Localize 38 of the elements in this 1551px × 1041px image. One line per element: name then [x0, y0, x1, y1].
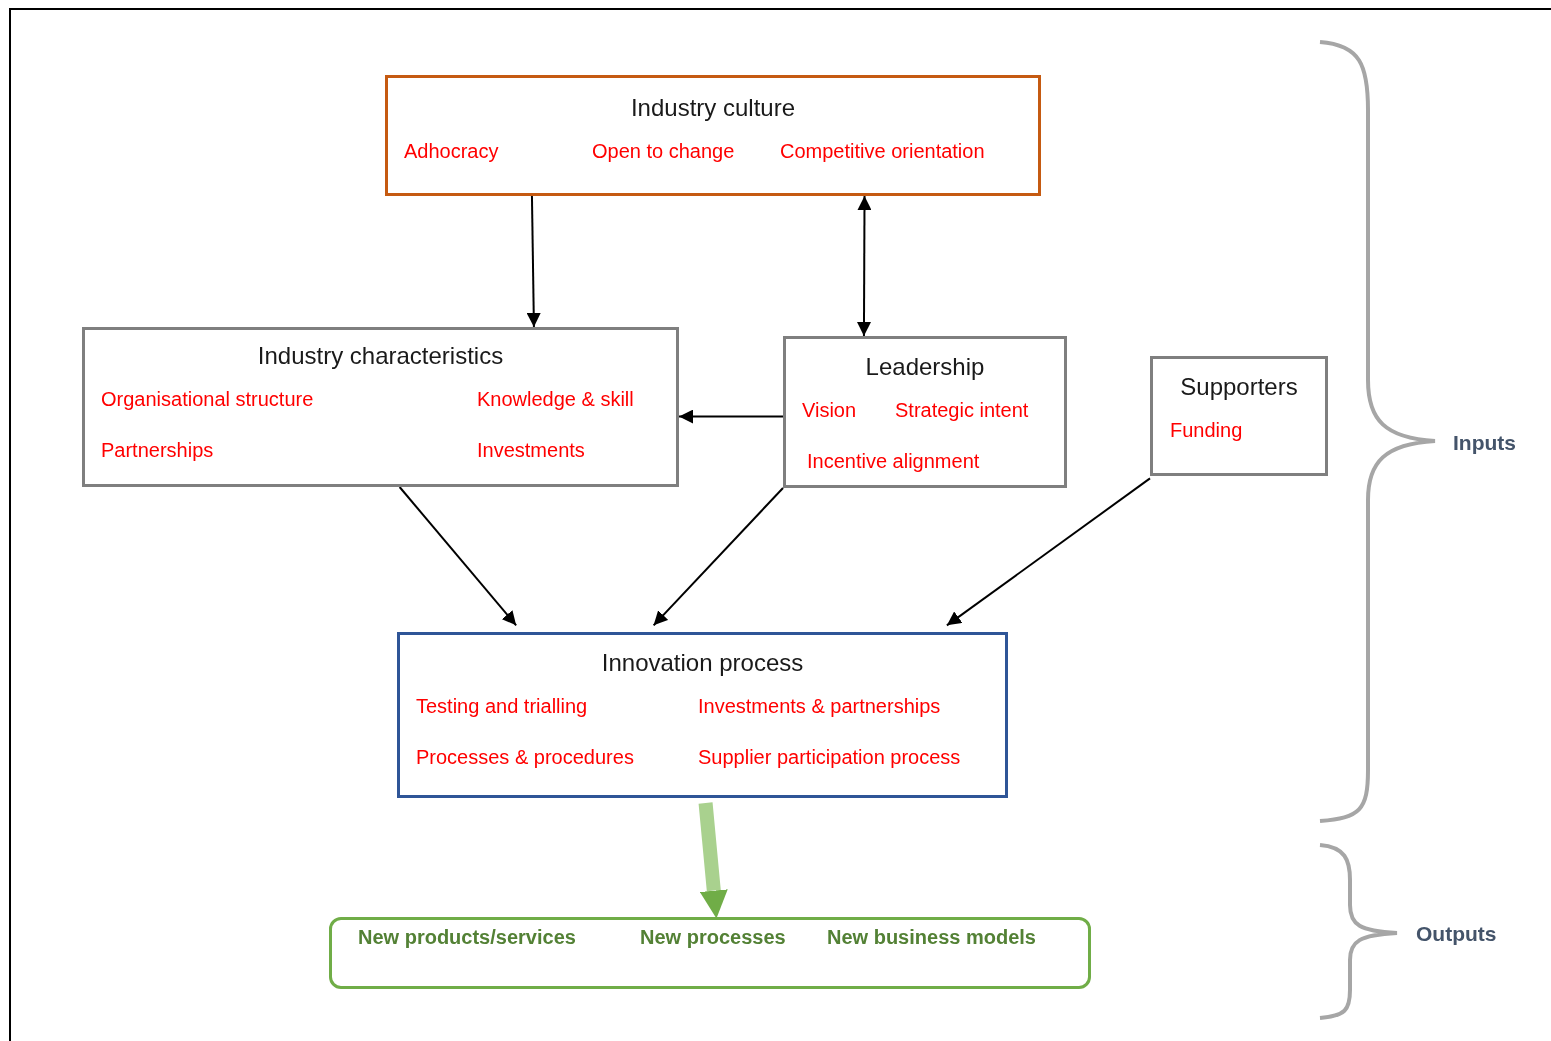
factor-text: Supplier participation process — [698, 745, 961, 770]
factor-text: Processes & procedures — [416, 745, 634, 770]
factor-text: Testing and trialling — [416, 694, 588, 719]
factor-text: Open to change — [592, 139, 735, 164]
arrow — [857, 195, 872, 337]
box-title: Leadership — [865, 352, 985, 382]
factor-text: Knowledge & skill — [477, 387, 634, 412]
arrow — [698, 802, 728, 919]
factor-text: Investments — [477, 438, 585, 463]
brace-label: Inputs — [1453, 430, 1516, 456]
factor-text: Investments & partnerships — [698, 694, 941, 719]
box-title: Supporters — [1180, 372, 1298, 402]
arrow — [398, 486, 518, 627]
category-box — [397, 632, 1008, 798]
arrow — [945, 477, 1151, 627]
box-title: Industry characteristics — [257, 341, 504, 371]
box-title: Industry culture — [630, 93, 796, 123]
factor-text: New business models — [827, 925, 1036, 950]
factor-text: New products/services — [358, 925, 576, 950]
arrow — [526, 195, 541, 328]
category-box — [385, 75, 1041, 196]
arrow — [678, 409, 784, 424]
category-box — [1150, 356, 1328, 476]
factor-text: Partnerships — [101, 438, 214, 463]
factor-text: Funding — [1170, 418, 1243, 443]
category-box — [82, 327, 679, 487]
arrow — [652, 487, 784, 627]
factor-text: Vision — [802, 398, 857, 423]
category-box — [783, 336, 1067, 488]
box-title: Innovation process — [601, 648, 804, 678]
factor-text: Incentive alignment — [807, 449, 980, 474]
factor-text: Competitive orientation — [780, 139, 985, 164]
factor-text: Strategic intent — [895, 398, 1029, 423]
factor-text: Adhocracy — [404, 139, 499, 164]
factor-text: Organisational structure — [101, 387, 314, 412]
factor-text: New processes — [640, 925, 786, 950]
output-box — [329, 917, 1091, 989]
brace-label: Outputs — [1416, 921, 1497, 947]
